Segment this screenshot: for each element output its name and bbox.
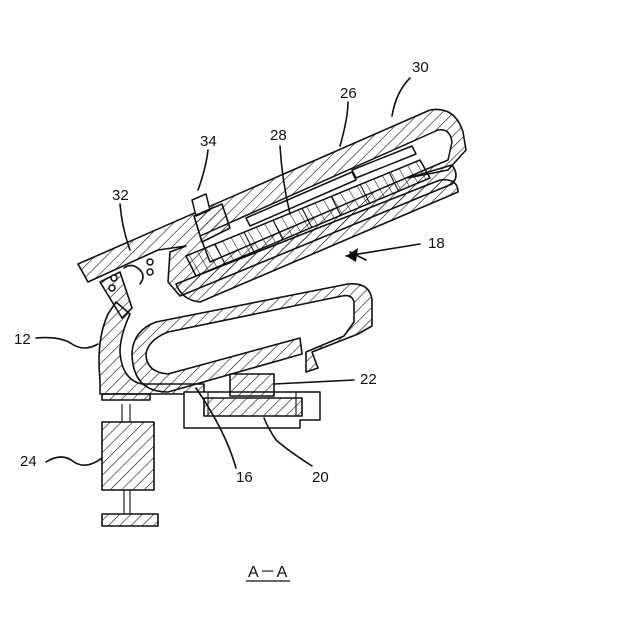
- label-16: 16: [236, 469, 253, 486]
- label-20: 20: [312, 469, 329, 486]
- label-24: 24: [20, 453, 37, 470]
- label-26: 26: [340, 85, 357, 102]
- block-22: [230, 374, 274, 396]
- label-32: 32: [112, 187, 129, 204]
- label-28: 28: [270, 127, 287, 144]
- label-30: 30: [412, 59, 429, 76]
- label-22: 22: [360, 371, 377, 388]
- base-20: [204, 398, 302, 416]
- section-caption: A－A: [248, 564, 288, 581]
- label-18: 18: [428, 235, 445, 252]
- arrowhead-18: [346, 248, 358, 262]
- part-24: [102, 404, 158, 526]
- label-12: 12: [14, 331, 31, 348]
- label-34: 34: [200, 133, 217, 150]
